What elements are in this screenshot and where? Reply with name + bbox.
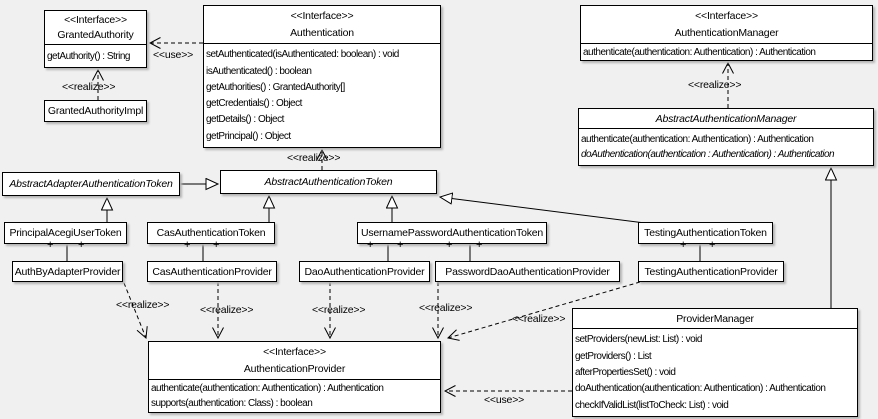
edge-label-realize-authentication-manager: <<realize>>: [688, 79, 742, 91]
method: authenticate(authentication: Authenticat…: [581, 133, 814, 145]
class-auth-by-adapter-provider: AuthByAdapterProvider: [12, 261, 123, 282]
edge-label-realize-dao-provider: <<realize>>: [312, 304, 366, 316]
class-password-dao-authentication-provider: PasswordDaoAuthenticationProvider: [435, 261, 620, 282]
multiplicity-plus: +: [78, 239, 85, 251]
class-name: AuthenticationManager: [674, 26, 779, 39]
method: authenticate(authentication: Authenticat…: [583, 46, 816, 58]
edge-label-use-authentication-provider: <<use>>: [484, 394, 525, 406]
multiplicity-plus: +: [680, 239, 687, 251]
class-dao-authentication-provider: DaoAuthenticationProvider: [299, 261, 430, 282]
class-authentication-provider: <<Interface>> AuthenticationProvider aut…: [148, 341, 441, 413]
method: setAuthenticated(isAuthenticated: boolea…: [206, 49, 399, 61]
edge-label-realize-grantedauthority: <<realize>>: [62, 81, 116, 93]
method: authenticate(authentication: Authenticat…: [151, 383, 384, 395]
multiplicity-plus: +: [476, 239, 483, 251]
realization-testing-provider-to-authentication-provider: [446, 281, 641, 341]
method: getDetails() : Object: [206, 114, 284, 126]
class-username-password-authentication-token: UsernamePasswordAuthenticationToken: [357, 222, 547, 244]
method: supports(authentication: Class) : boolea…: [151, 397, 313, 409]
class-provider-manager: ProviderManager setProviders(newList: Li…: [572, 308, 858, 417]
method: getAuthorities() : GrantedAuthority[]: [206, 81, 345, 93]
class-name: AuthByAdapterProvider: [14, 265, 121, 278]
multiplicity-plus: +: [446, 239, 453, 251]
multiplicity-plus: +: [709, 239, 716, 251]
method: getPrincipal() : Object: [206, 130, 291, 142]
class-name: AbstractAuthenticationToken: [264, 176, 393, 188]
class-name: PrincipalAcegiUserToken: [9, 227, 122, 239]
class-testing-authentication-provider: TestingAuthenticationProvider: [638, 261, 784, 282]
multiplicity-plus: +: [367, 239, 374, 251]
class-name: AuthenticationProvider: [243, 362, 346, 375]
stereotype-label: <<Interface>>: [263, 346, 326, 359]
class-name: ProviderManager: [676, 312, 754, 325]
method: getProviders() : List: [575, 350, 652, 362]
class-granted-authority: <<Interface>> GrantedAuthority getAuthor…: [44, 10, 147, 68]
method: afterPropertiesSet() : void: [575, 366, 676, 378]
class-cas-authentication-provider: CasAuthenticationProvider: [147, 261, 277, 282]
stereotype-label: <<Interface>>: [290, 10, 354, 23]
edge-label-use-grantedauthority: <<use>>: [153, 49, 194, 61]
abstract-method: doAuthentication(authentication : Authen…: [581, 149, 835, 161]
class-abstract-authentication-token: AbstractAuthenticationToken: [220, 170, 437, 194]
edge-label-realize-testing-provider: <<realize>>: [512, 313, 566, 325]
class-granted-authority-impl: GrantedAuthorityImpl: [44, 100, 147, 122]
method: setProviders(newList: List) : void: [575, 334, 702, 346]
class-name: Authentication: [290, 26, 354, 39]
class-name: TestingAuthenticationProvider: [644, 265, 778, 278]
class-authentication-manager: <<Interface>> AuthenticationManager auth…: [580, 5, 873, 61]
class-cas-authentication-token: CasAuthenticationToken: [147, 222, 275, 244]
class-name: PasswordDaoAuthenticationProvider: [445, 265, 610, 278]
method: doAuthentication(authentication: Authent…: [575, 383, 826, 395]
class-abstract-authentication-manager: AbstractAuthenticationManager authentica…: [578, 108, 874, 166]
class-name: GrantedAuthorityImpl: [47, 105, 144, 117]
class-name: GrantedAuthority: [57, 29, 134, 41]
class-name: DaoAuthenticationProvider: [304, 265, 425, 278]
edge-label-realize-passworddao-provider: <<realize>>: [419, 302, 473, 314]
class-abstract-adapter-authentication-token: AbstractAdapterAuthenticationToken: [2, 172, 180, 196]
class-name: UsernamePasswordAuthenticationToken: [360, 227, 544, 239]
method: isAuthenticated() : boolean: [206, 65, 312, 77]
method: getCredentials() : Object: [206, 98, 302, 110]
class-name: TestingAuthenticationToken: [644, 227, 767, 239]
edge-label-realize-cas-provider: <<realize>>: [200, 304, 254, 316]
multiplicity-plus: +: [213, 239, 220, 251]
class-name: CasAuthenticationProvider: [152, 265, 272, 278]
stereotype-label: <<Interface>>: [64, 14, 127, 26]
multiplicity-plus: +: [184, 239, 191, 251]
multiplicity-plus: +: [47, 239, 54, 251]
class-name: CasAuthenticationToken: [156, 227, 266, 239]
multiplicity-plus: +: [397, 239, 404, 251]
class-name: AbstractAuthenticationManager: [655, 112, 797, 125]
method: getAuthority() : String: [47, 50, 130, 62]
class-testing-authentication-token: TestingAuthenticationToken: [638, 222, 773, 244]
generalization-testing-token-to-abstract-token: [440, 197, 646, 224]
stereotype-label: <<Interface>>: [695, 10, 758, 23]
class-authentication: <<Interface>> Authentication setAuthenti…: [203, 5, 441, 148]
edge-label-realize-authentication: <<realize>>: [287, 152, 341, 164]
class-name: AbstractAdapterAuthenticationToken: [9, 178, 173, 190]
class-principal-acegi-user-token: PrincipalAcegiUserToken: [4, 222, 127, 244]
realization-authbyadapter-to-authentication-provider: [123, 282, 148, 340]
edge-label-realize-authbyadapter: <<realize>>: [116, 299, 170, 311]
method: checkIfValidList(listToCheck: List) : vo…: [575, 399, 729, 411]
